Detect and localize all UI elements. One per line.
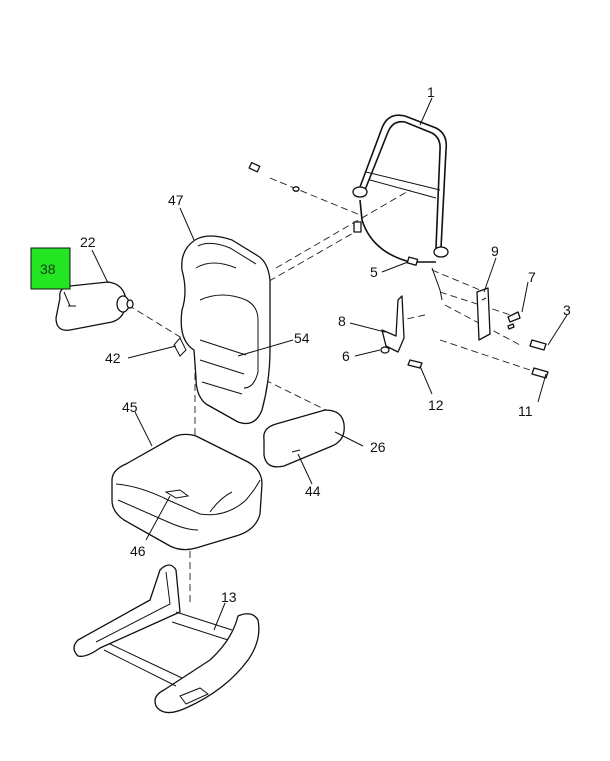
seat-cushion (111, 433, 263, 551)
callout-7[interactable]: 7 (528, 269, 536, 285)
callout-22[interactable]: 22 (80, 234, 96, 250)
callout-1[interactable]: 1 (427, 84, 435, 100)
callout-9[interactable]: 9 (491, 243, 499, 259)
callout-3[interactable]: 3 (563, 302, 571, 318)
callout-42[interactable]: 42 (105, 350, 121, 366)
callout-labels: 1 3 5 6 7 8 9 11 12 13 22 26 38 42 44 45… (40, 84, 571, 605)
right-armrest (263, 409, 345, 468)
callout-38[interactable]: 38 (40, 261, 56, 277)
callout-12[interactable]: 12 (428, 397, 444, 413)
backrest-frame (352, 114, 449, 301)
callout-26[interactable]: 26 (370, 439, 386, 455)
backrest-cushion (173, 235, 271, 425)
callout-6[interactable]: 6 (342, 348, 350, 364)
bolts-top (248, 161, 419, 266)
callout-11[interactable]: 11 (518, 403, 533, 419)
leader-lines (63, 97, 568, 631)
callout-54[interactable]: 54 (294, 330, 310, 346)
callout-8[interactable]: 8 (338, 313, 346, 329)
callout-46[interactable]: 46 (130, 543, 146, 559)
mounting-bracket (476, 287, 491, 341)
seat-base-frame (73, 564, 260, 714)
fasteners (380, 311, 549, 379)
callout-45[interactable]: 45 (122, 399, 138, 415)
left-armrest (55, 281, 134, 331)
highlight-box-38 (30, 247, 71, 290)
lever (381, 295, 405, 353)
callout-47[interactable]: 47 (168, 192, 184, 208)
callout-44[interactable]: 44 (305, 483, 321, 499)
callout-13[interactable]: 13 (221, 589, 237, 605)
callout-5[interactable]: 5 (370, 264, 378, 280)
